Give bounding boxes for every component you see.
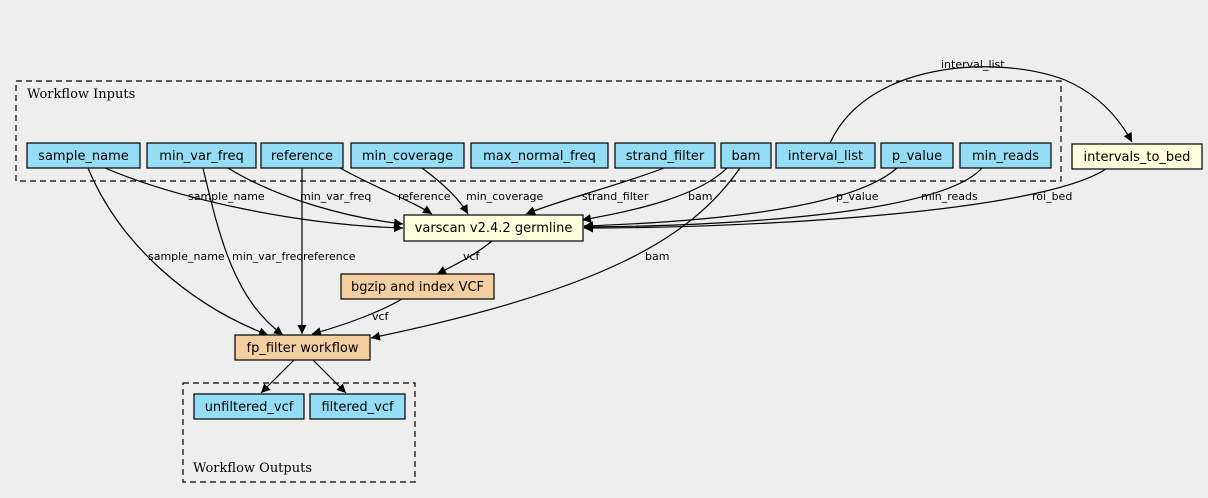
- node-label-varscan: varscan v2.4.2 germline: [415, 221, 573, 236]
- subworkflow-node-fp-filter[interactable]: fp_filter workflow: [234, 334, 371, 361]
- node-label-reference: reference: [271, 149, 333, 164]
- node-label-fp-filter: fp_filter workflow: [247, 341, 359, 356]
- edge-label-sample-name-fp: sample_name: [148, 250, 225, 263]
- node-label-min-reads: min_reads: [972, 149, 1039, 164]
- edge-label-p-value: p_value: [836, 190, 879, 203]
- input-node-max-normal-freq[interactable]: max_normal_freq: [470, 142, 609, 169]
- edge-min-var-freq-varscan: [227, 167, 404, 228]
- node-label-strand-filter: strand_filter: [626, 149, 705, 164]
- output-node-unfiltered-vcf[interactable]: unfiltered_vcf: [193, 393, 305, 420]
- edge-label-vcf-2: vcf: [372, 310, 390, 323]
- edge-label-sample-name: sample_name: [188, 190, 265, 203]
- input-node-min-var-freq[interactable]: min_var_freq: [146, 142, 257, 169]
- input-node-bam[interactable]: bam: [720, 142, 772, 169]
- edge-varscan-bgzip: [436, 240, 493, 275]
- workflow-outputs-cluster: Workflow Outputs: [182, 382, 416, 483]
- edge-label-bam-fp: bam: [645, 250, 669, 263]
- node-label-max-normal-freq: max_normal_freq: [483, 149, 596, 164]
- node-label-intervals-to-bed: intervals_to_bed: [1084, 150, 1191, 165]
- node-label-bgzip: bgzip and index VCF: [351, 280, 484, 295]
- workflow-outputs-label: Workflow Outputs: [193, 461, 312, 476]
- edge-label-reference-fp: reference: [303, 250, 356, 263]
- node-label-min-var-freq: min_var_freq: [159, 149, 243, 164]
- edge-min-var-freq-fp: [202, 167, 284, 336]
- input-node-min-coverage[interactable]: min_coverage: [350, 142, 465, 169]
- edge-fp-filtered: [312, 359, 347, 394]
- tool-node-varscan[interactable]: varscan v2.4.2 germline: [403, 214, 584, 242]
- input-node-min-reads[interactable]: min_reads: [959, 142, 1052, 169]
- edge-label-strand-filter: strand_filter: [582, 190, 649, 203]
- edge-sample-name-varscan: [104, 167, 404, 233]
- edges: [87, 66, 1133, 394]
- edge-reference-varscan: [339, 167, 433, 215]
- input-node-p-value[interactable]: p_value: [880, 142, 954, 169]
- node-label-sample-name: sample_name: [38, 149, 129, 164]
- edge-label-bam: bam: [688, 190, 712, 203]
- input-node-interval-list[interactable]: interval_list: [775, 142, 876, 169]
- node-label-interval-list: interval_list: [788, 149, 863, 164]
- edge-strand-filter-varscan: [525, 167, 665, 215]
- output-node-filtered-vcf[interactable]: filtered_vcf: [309, 393, 406, 420]
- edge-fp-unfiltered: [260, 359, 295, 394]
- node-label-p-value: p_value: [892, 149, 942, 164]
- node-label-filtered-vcf: filtered_vcf: [321, 400, 394, 415]
- node-label-unfiltered-vcf: unfiltered_vcf: [205, 400, 294, 415]
- edge-label-min-reads: min_reads: [921, 190, 978, 203]
- edge-bam-fp: [370, 167, 741, 341]
- workflow-inputs-cluster: Workflow Inputs: [15, 80, 1062, 182]
- edge-p-value-varscan: [583, 167, 898, 231]
- edge-label-min-var-freq-fp: min_var_freq: [232, 250, 303, 263]
- edge-min-reads-varscan: [583, 167, 983, 232]
- edge-sample-name-fp: [87, 167, 269, 336]
- edge-label-reference: reference: [398, 190, 451, 203]
- node-label-min-coverage: min_coverage: [362, 149, 453, 164]
- workflow-inputs-label: Workflow Inputs: [27, 87, 135, 102]
- edge-bgzip-fp: [311, 298, 403, 336]
- tool-node-intervals-to-bed[interactable]: intervals_to_bed: [1071, 143, 1203, 170]
- edge-interval-list-to-bed: [829, 66, 1133, 144]
- node-label-bam: bam: [732, 149, 761, 164]
- edge-bam-varscan: [581, 167, 728, 223]
- edge-label-roi-bed: roi_bed: [1032, 190, 1072, 203]
- edge-label-min-var-freq: min_var_freq: [300, 190, 371, 203]
- edge-min-coverage-varscan: [421, 167, 469, 215]
- subworkflow-node-bgzip[interactable]: bgzip and index VCF: [340, 273, 495, 300]
- edge-label-vcf-1: vcf: [463, 250, 481, 263]
- input-node-strand-filter[interactable]: strand_filter: [614, 142, 716, 169]
- edge-labels: interval_list sample_name min_var_freq r…: [148, 58, 1072, 323]
- input-node-sample-name[interactable]: sample_name: [26, 142, 141, 169]
- input-node-reference[interactable]: reference: [260, 142, 344, 169]
- edge-label-min-coverage: min_coverage: [466, 190, 544, 203]
- edge-label-interval-list: interval_list: [941, 58, 1005, 71]
- edge-roi-bed-varscan: [583, 168, 1107, 233]
